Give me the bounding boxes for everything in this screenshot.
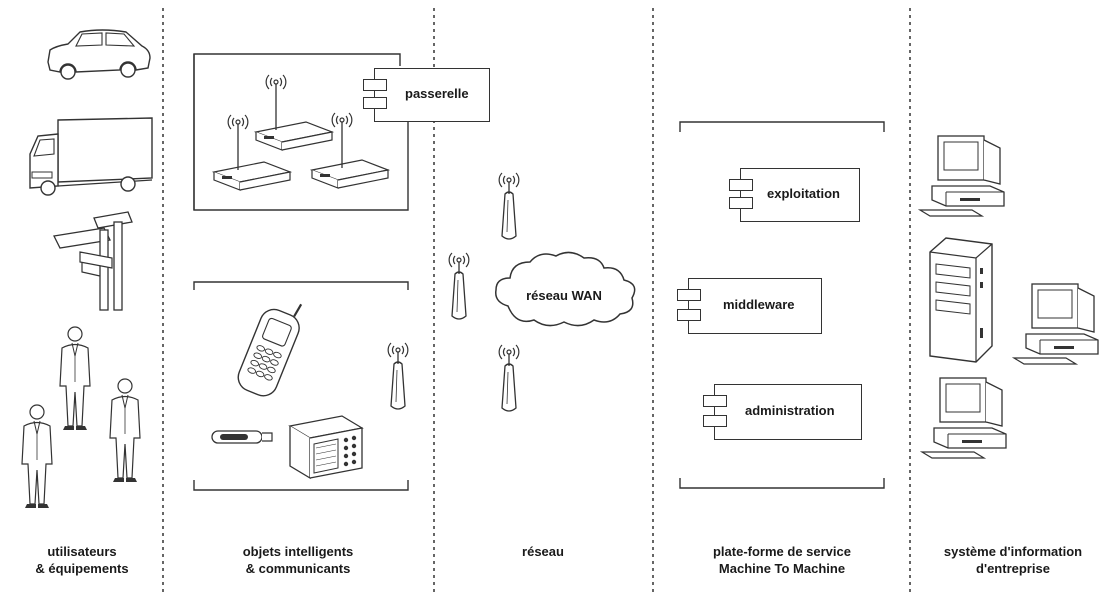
component-port-icon — [729, 197, 753, 209]
car-icon — [47, 29, 151, 80]
gateway-group-bracket — [193, 53, 409, 211]
server-tower-icon — [929, 237, 993, 363]
col-label-network: réseau — [522, 544, 564, 559]
antenna-mast-icon-bottom — [499, 345, 519, 411]
middleware-component: middleware — [677, 278, 822, 334]
usb-key-icon — [211, 430, 273, 444]
exploitation-label: exploitation — [767, 186, 840, 201]
component-port-icon — [363, 79, 387, 91]
component-port-icon — [677, 309, 701, 321]
truck-icon — [29, 117, 153, 196]
surveillance-camera-icon — [53, 211, 133, 311]
computer-icon-2 — [1013, 283, 1099, 365]
computer-icon-3 — [921, 377, 1007, 459]
col-label-platform-line1: plate-forme de service — [713, 544, 851, 559]
antenna-mast-icon-objects — [388, 343, 408, 409]
component-port-icon — [363, 97, 387, 109]
radio-receiver-icon — [288, 415, 364, 480]
col-label-objects-line2: & communicants — [246, 561, 351, 576]
component-port-icon — [703, 395, 727, 407]
col-label-is-line1: système d'information — [944, 544, 1082, 559]
gateway-label: passerelle — [405, 86, 469, 101]
col-label-objects-line1: objets intelligents — [243, 544, 354, 559]
component-port-icon — [703, 415, 727, 427]
antenna-mast-icon-left — [449, 253, 469, 319]
mobile-phone-icon — [237, 303, 303, 397]
col-label-platform-line2: Machine To Machine — [719, 561, 845, 576]
computer-icon-1 — [919, 135, 1005, 217]
router-icon-2 — [213, 114, 291, 191]
platform-bracket — [679, 121, 885, 489]
administration-label: administration — [745, 403, 835, 418]
component-port-icon — [729, 179, 753, 191]
router-icon-1 — [255, 74, 333, 151]
administration-component: administration — [703, 384, 862, 440]
people-icon — [21, 326, 141, 509]
col-label-is-line2: d'entreprise — [976, 561, 1050, 576]
exploitation-component: exploitation — [729, 168, 860, 222]
wan-cloud — [495, 251, 636, 327]
devices-group-bracket — [193, 281, 409, 491]
antenna-mast-icon-top — [499, 173, 519, 239]
col-label-users-line1: utilisateurs — [47, 544, 116, 559]
component-port-icon — [677, 289, 701, 301]
router-icon-3 — [311, 112, 389, 189]
wan-cloud-label: réseau WAN — [526, 288, 602, 303]
middleware-label: middleware — [723, 297, 795, 312]
gateway-component: passerelle — [363, 68, 490, 122]
col-label-users-line2: & équipements — [35, 561, 128, 576]
